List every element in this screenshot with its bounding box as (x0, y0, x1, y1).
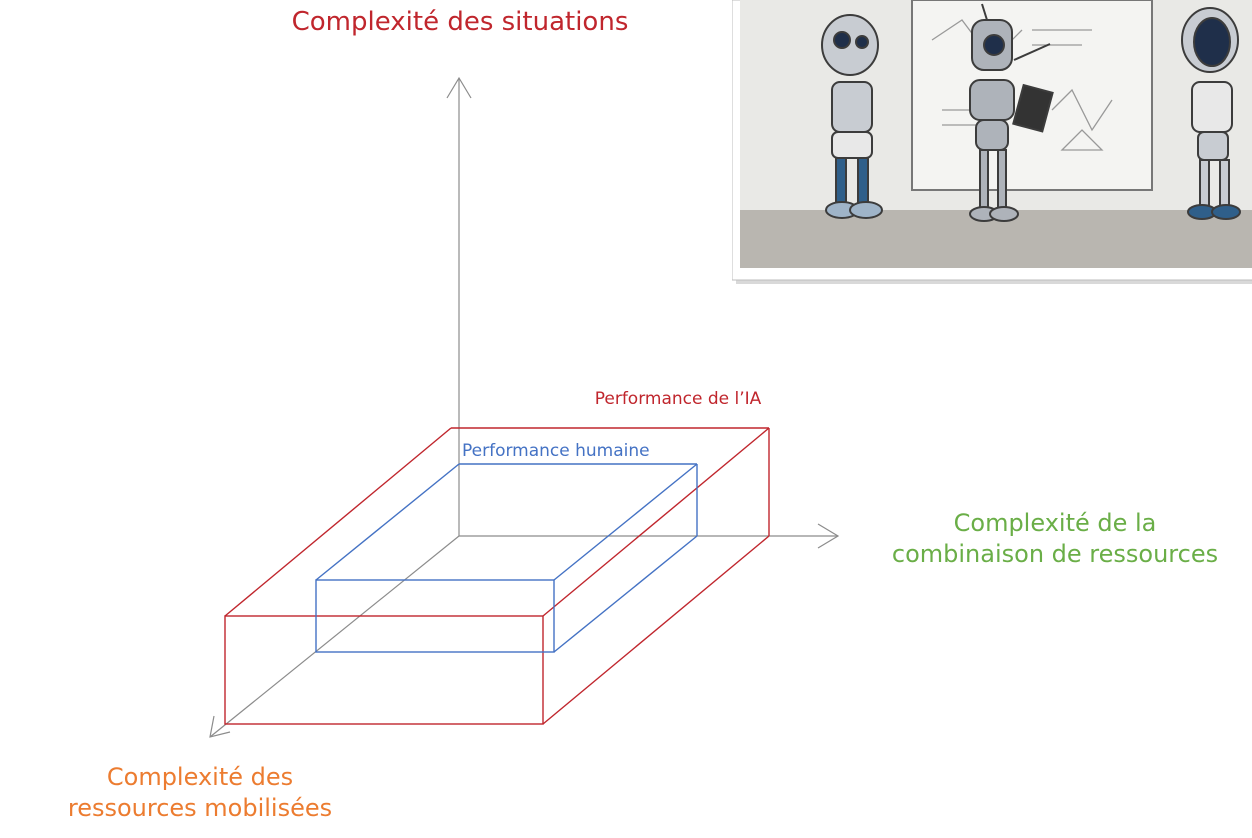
axes (209, 76, 840, 738)
human-performance-box (315, 463, 698, 653)
depth-axis (209, 535, 460, 738)
horizontal-axis-label-line1: Complexité de la (953, 509, 1157, 537)
vertical-axis-label-text: Complexité des situations (291, 7, 629, 37)
robots-cartoon-image (732, 0, 1252, 284)
horizontal-axis-label: Complexité de la combinaison de ressourc… (850, 508, 1252, 570)
horizontal-axis-arrowhead (817, 523, 840, 549)
horizontal-axis-label-line2: combinaison de ressources (891, 540, 1219, 569)
ia-performance-label-text: Performance de l’IA (594, 389, 762, 409)
vertical-axis-label: Complexité des situations (250, 6, 670, 40)
depth-axis-label-line1: Complexité des (106, 763, 294, 791)
depth-axis-label: Complexité des ressources mobilisées (40, 762, 360, 824)
depth-axis-arrowhead (209, 715, 231, 738)
vertical-axis-arrowhead (446, 76, 472, 99)
human-performance-label-text: Performance humaine (462, 441, 650, 461)
ia-performance-label: Performance de l’IA (548, 388, 808, 410)
depth-axis-label-line2: ressources mobilisées (67, 794, 333, 823)
human-performance-label: Performance humaine (462, 440, 702, 462)
ia-performance-box (224, 427, 770, 725)
